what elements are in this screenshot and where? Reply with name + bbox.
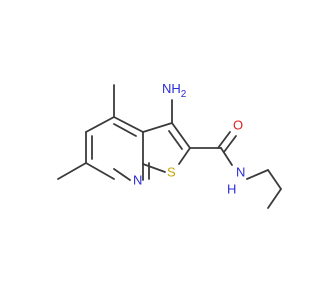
bond-c2-s	[178, 147, 191, 165]
bond-carbonyl-n	[220, 147, 233, 166]
bond-c3-c2	[171, 122, 191, 149]
sulfur-label: S	[167, 164, 176, 179]
pyridine-nitrogen-label: N	[133, 172, 142, 187]
amide-nitrogen-label: N	[236, 164, 245, 179]
amino-label: NH2	[162, 81, 187, 99]
amide-hydrogen-label: H	[227, 181, 236, 196]
bond-propyl-1-2	[267, 169, 282, 190]
amino-text: NH	[162, 81, 181, 96]
structure-diagram: NH2 O N H S N	[57, 81, 282, 209]
bond-c6-methyl	[57, 162, 87, 180]
bond-c3-c2-inner	[168, 130, 183, 150]
bond-c3a-c3	[142, 122, 173, 133]
bond-c3a-c4	[113, 116, 144, 133]
bond-c4-c5	[85, 116, 115, 133]
bond-carbonyl-o	[217, 131, 231, 149]
bond-c3a-c4-inner	[113, 123, 137, 137]
amino-subscript: 2	[181, 89, 187, 100]
bond-c6-c7	[85, 162, 115, 180]
bond-n-propyl-1	[246, 169, 269, 180]
bond-layer	[57, 84, 282, 209]
molecule-canvas: NH2 O N H S N	[57, 81, 282, 209]
bond-s-c7a	[142, 163, 166, 173]
carbonyl-oxygen-label: O	[233, 117, 243, 132]
bond-propyl-2-3	[267, 188, 282, 209]
bond-c7-n	[113, 168, 131, 181]
atom-label-layer: NH2 O N H S N	[133, 81, 245, 196]
bond-carbonyl-o-2	[223, 135, 237, 153]
